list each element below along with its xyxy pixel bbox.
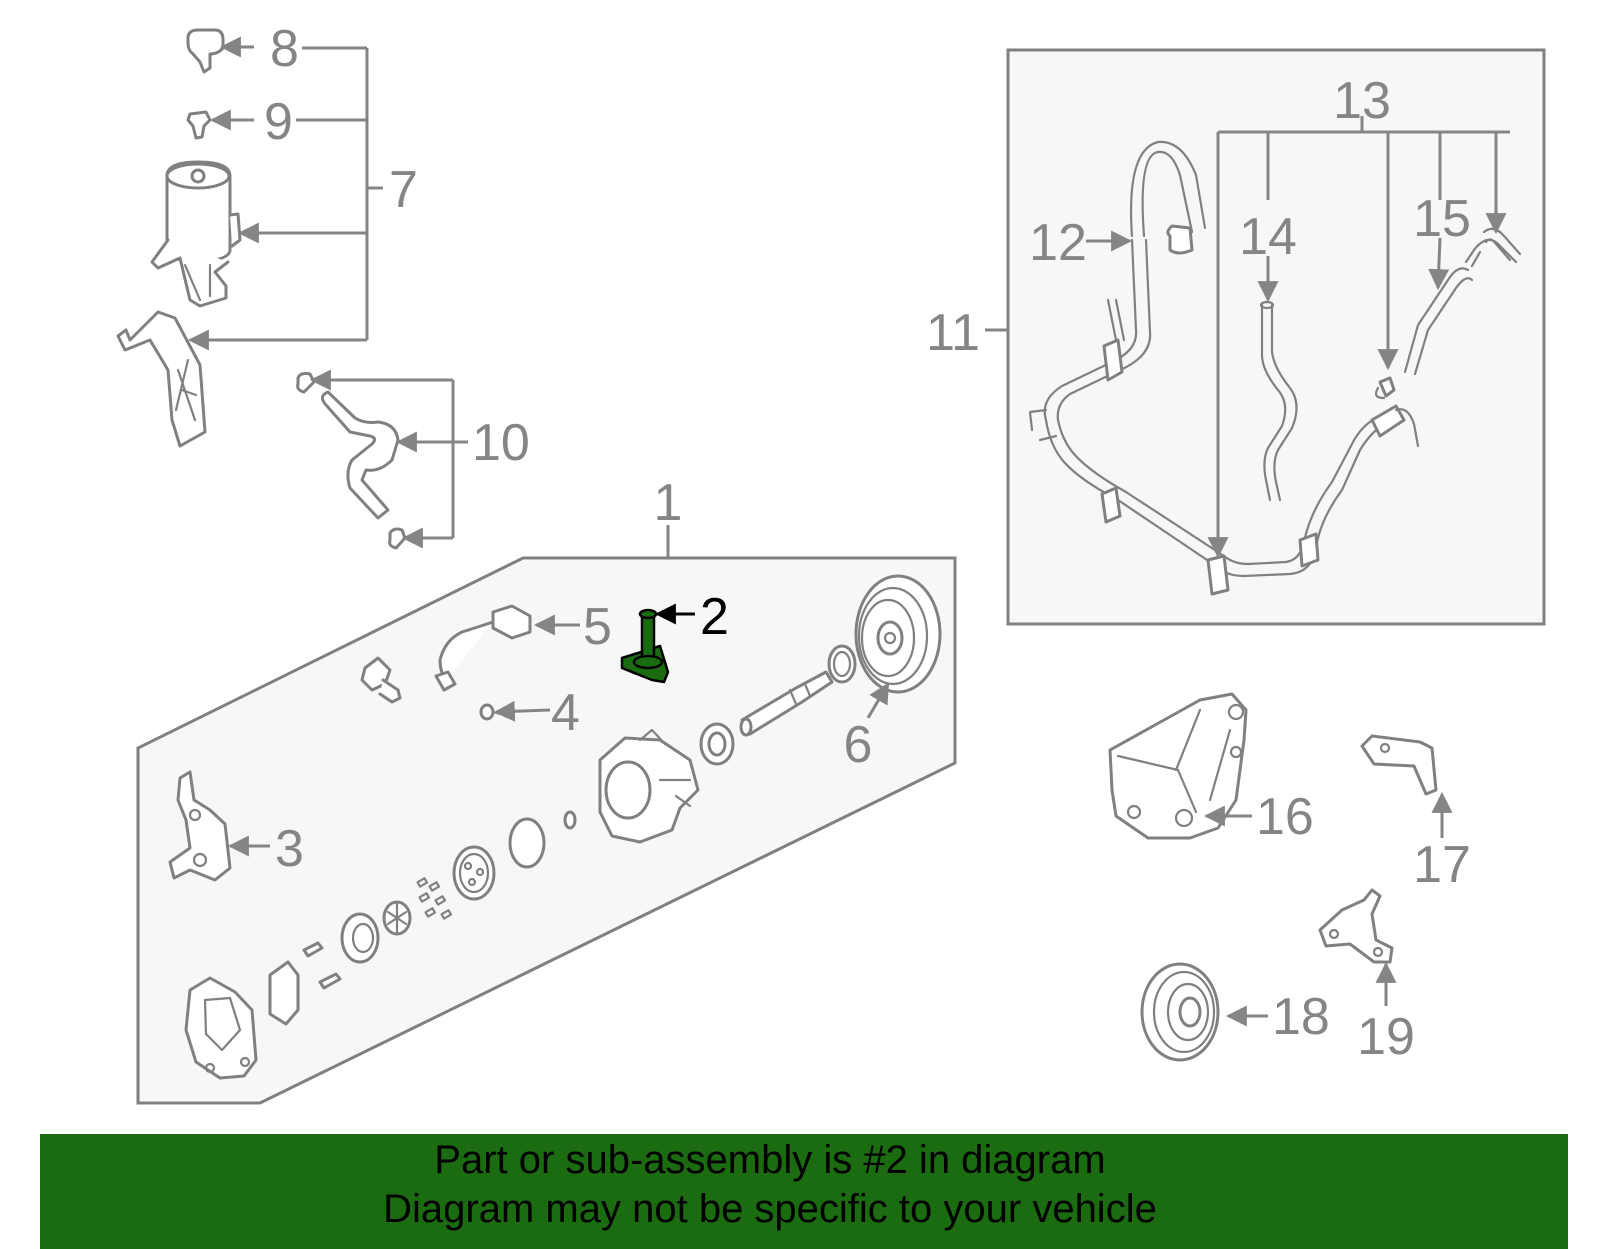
banner-line-part-number: Part or sub-assembly is #2 in diagram	[434, 1138, 1106, 1182]
seal-part	[699, 722, 735, 766]
idler-pulley-part	[1140, 962, 1220, 1062]
pump-bracket-part	[168, 770, 232, 882]
hose-assembly-panel	[985, 48, 1546, 626]
pressure-switch-connector-part	[434, 604, 532, 692]
vanes-part	[416, 877, 453, 920]
highlighted-part-2	[620, 608, 670, 684]
pump-pulley-part	[854, 574, 942, 694]
o-ring-small-part	[563, 810, 577, 830]
idler-bracket-part	[1318, 888, 1394, 964]
callout-19: 19	[1357, 1008, 1415, 1066]
pump-assembly-panel	[136, 525, 957, 1105]
snap-ring-part	[827, 644, 857, 684]
reservoir-leader-lines	[187, 36, 383, 351]
small-bracket-part	[1360, 734, 1438, 796]
callout-16: 16	[1256, 788, 1314, 846]
reservoir-bracket-part	[116, 310, 207, 448]
pressure-hose-part	[1028, 140, 1420, 596]
hose-leader-lines	[309, 369, 468, 549]
callout-12: 12	[1029, 214, 1087, 272]
pump-leader-lines	[227, 603, 890, 857]
callout-14: 14	[1239, 208, 1297, 266]
rotor-part	[382, 900, 412, 936]
hose-assembly-leader-lines	[1086, 116, 1510, 559]
callout-17: 17	[1413, 836, 1471, 894]
pins-part	[302, 941, 342, 990]
right-leader-lines	[1203, 791, 1453, 1027]
pressure-switch-part	[360, 656, 402, 704]
grommet-part	[186, 110, 212, 140]
gasket-part	[268, 960, 300, 1026]
callout-3: 3	[275, 820, 304, 878]
callout-1: 1	[654, 474, 683, 532]
callout-6: 6	[844, 716, 873, 774]
callout-15: 15	[1413, 190, 1471, 248]
callout-4: 4	[551, 684, 580, 742]
info-banner: Part or sub-assembly is #2 in diagram Di…	[40, 1134, 1568, 1249]
suction-hose-part	[296, 372, 407, 550]
reservoir-part	[150, 160, 242, 308]
callout-10: 10	[472, 414, 530, 472]
callout-5: 5	[583, 598, 612, 656]
o-ring-large-part	[508, 817, 546, 869]
bearing-part	[340, 912, 380, 964]
hose-clamp-part	[1374, 376, 1396, 400]
reservoir-cap-part	[186, 28, 225, 74]
callout-labels: 1 2 3 4 5 6 7 8 9 10 11 12 13 14 15 16 1…	[264, 20, 1471, 1066]
return-tube-part	[1259, 300, 1298, 502]
callout-2: 2	[700, 588, 729, 646]
pump-housing-part	[598, 728, 700, 844]
callout-13: 13	[1333, 72, 1391, 130]
pump-cover-part	[184, 976, 258, 1080]
pump-shaft-part	[739, 670, 834, 737]
callout-9: 9	[264, 93, 293, 151]
callout-18: 18	[1272, 988, 1330, 1046]
callout-8: 8	[270, 20, 299, 78]
pump-mounting-bracket-part	[1108, 692, 1248, 840]
cam-ring-part	[452, 845, 496, 901]
callout-11: 11	[926, 304, 980, 362]
callout-7: 7	[389, 161, 418, 219]
banner-line-disclaimer: Diagram may not be specific to your vehi…	[383, 1187, 1157, 1231]
